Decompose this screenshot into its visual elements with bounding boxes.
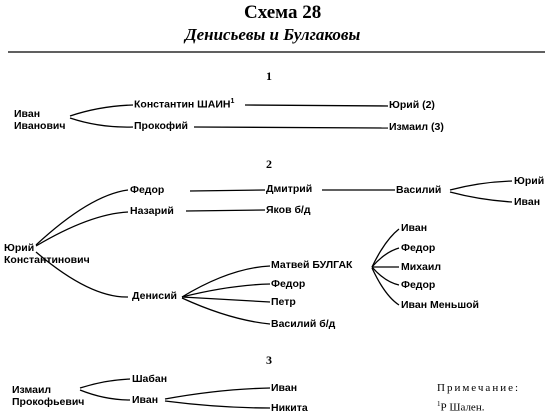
node-nazariy: Назарий (130, 205, 174, 217)
node-petr: Петр (271, 296, 296, 308)
node-ivan-b: Иван (401, 222, 428, 234)
edge-yuri-nazariy (35, 211, 129, 247)
node-ivan: Иван (132, 394, 159, 406)
node-yuri-2: Юрий (2) (389, 99, 435, 111)
section-1-number: 1 (266, 69, 272, 83)
node-shaban: Шабан (132, 373, 168, 385)
node-fedor: Федор (130, 184, 165, 196)
node-vasiliy: Василий (396, 184, 442, 196)
node-yakov: Яков б/д (266, 204, 311, 216)
node-fedor-2: Федор (271, 278, 306, 290)
edge-ivan-prokofiy (69, 117, 134, 128)
edge-konstantin-yuri (244, 104, 389, 107)
diagram-title: Схема 28 (244, 2, 322, 23)
node-prokofiy: Прокофий (134, 120, 189, 132)
edge-denisiy-petr (181, 296, 271, 303)
edge-ivan-ivan (164, 387, 271, 400)
node-yuri: Юрий (514, 175, 545, 187)
edge-denisiy-matvey (181, 265, 271, 298)
edge-yuri-fedor (35, 189, 129, 246)
node-yuri-konstantinovich: Юрий Константинович (4, 242, 90, 266)
node-izmail-3: Измаил (3) (389, 121, 444, 133)
edge-ivan-konstantin (69, 104, 134, 117)
edge-nazariy-yakov (185, 209, 266, 212)
node-fedor-4: Федор (401, 279, 436, 291)
edge-denisiy-fedor (181, 283, 271, 298)
edge-matvey-ivan (371, 228, 400, 268)
node-denisiy: Денисий (132, 290, 177, 302)
footnote-marker: 1 (230, 98, 235, 105)
edge-izmail-shaban (79, 378, 131, 389)
node-mikhail: Михаил (401, 261, 442, 273)
node-ivan-a: Иван (514, 196, 541, 208)
section-2-number: 2 (266, 157, 272, 171)
edge-matvey-ivan-m (371, 267, 400, 306)
edge-denisiy-vasiliy-bd (181, 297, 271, 325)
node-ivan-ivanovich: Иван Иванович (14, 108, 66, 132)
edge-yuri-denisiy (35, 251, 129, 298)
note-heading: Примечание: (437, 382, 521, 394)
note-footnote-marker: 1 (437, 400, 441, 408)
edge-ivan-nikita (164, 400, 271, 409)
node-izmail-prokofevich: Измаил Прокофьевич (12, 384, 85, 408)
note-text: 1Р Шален. (437, 400, 485, 414)
diagram-subtitle: Денисьевы и Булгаковы (185, 25, 361, 44)
edge-fedor-dmitriy (189, 189, 266, 192)
edge-vasiliy-ivan (449, 191, 513, 203)
node-matvey-bulgak: Матвей БУЛГАК (271, 259, 353, 271)
section-3-number: 3 (266, 353, 272, 367)
edge-matvey-fedor2 (371, 266, 400, 286)
node-dmitriy: Дмитрий (266, 183, 313, 195)
node-nikita: Никита (271, 402, 308, 414)
edge-vasiliy-yuri (449, 180, 513, 191)
edge-izmail-ivan (79, 389, 131, 401)
node-konstantin-shain: Константин ШАИН1 (134, 98, 235, 111)
edge-prokofiy-izmail (193, 126, 389, 129)
node-ivan-c: Иван (271, 382, 298, 394)
edge-matvey-fedor (371, 247, 400, 268)
node-fedor-3: Федор (401, 242, 436, 254)
node-ivan-menshoy: Иван Меньшой (401, 299, 479, 311)
node-vasiliy-bd: Василий б/д (271, 318, 336, 330)
